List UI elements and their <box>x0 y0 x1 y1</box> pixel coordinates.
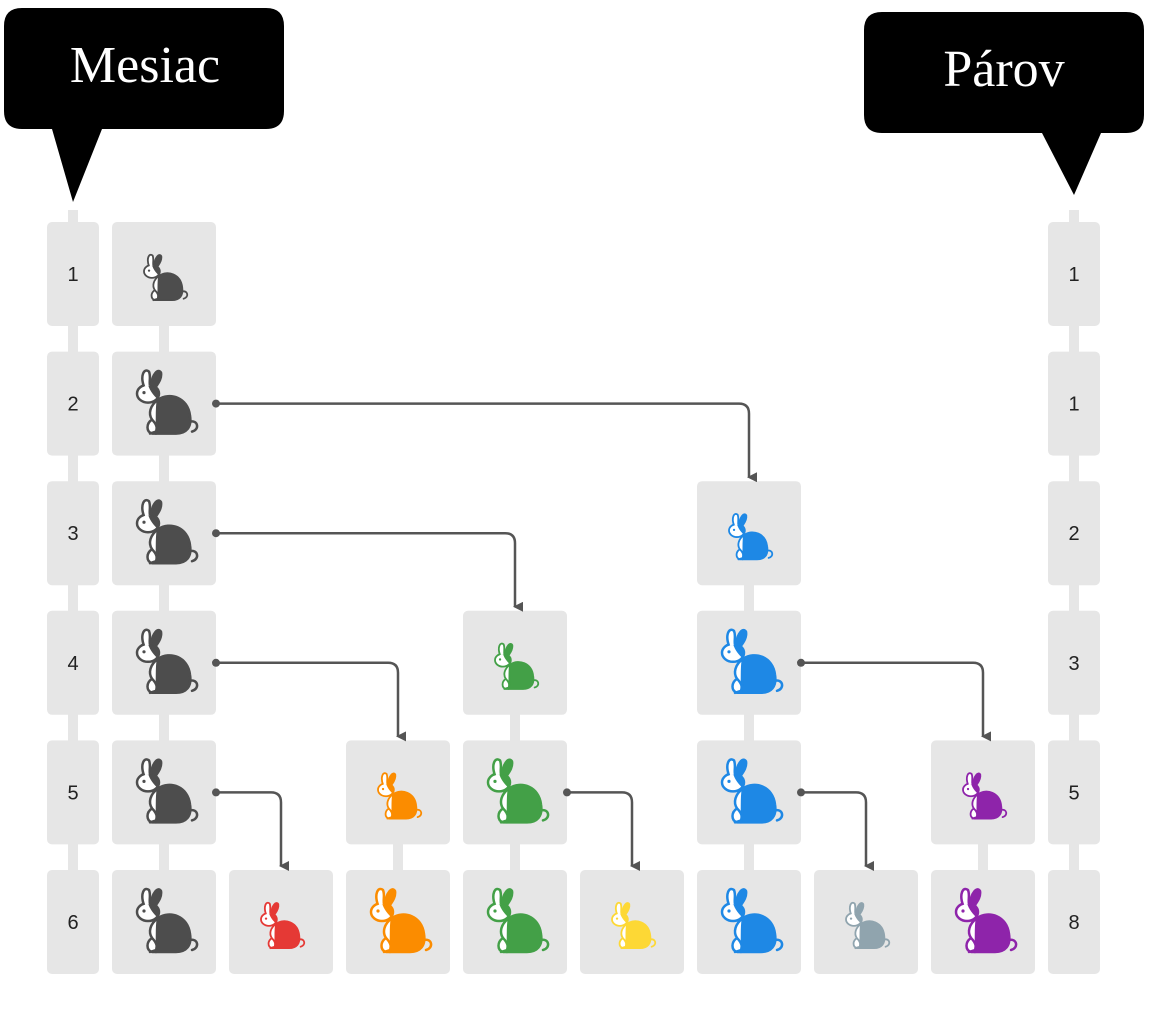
rabbit-adult-purple-icon <box>954 887 1018 954</box>
month-number: 1 <box>67 264 78 286</box>
rabbit-adult-black-icon <box>135 498 199 565</box>
trunk-blue <box>744 581 754 874</box>
month-number: 6 <box>67 912 78 934</box>
rabbit-young-grey-icon <box>845 901 891 950</box>
rabbit-young-blue-icon <box>728 513 774 561</box>
rabbit-adult-black-icon <box>135 628 199 695</box>
month-cell <box>47 222 99 326</box>
rabbit-adult-green-icon <box>486 887 550 954</box>
rabbit-young-green-icon <box>494 642 540 690</box>
pairs-cell <box>1048 222 1100 326</box>
trunk-purple <box>978 840 988 874</box>
numbers: 1 1 2 1 3 2 4 3 5 5 6 8 <box>67 264 1079 934</box>
birth-arrow-red <box>216 791 289 871</box>
boxes <box>47 222 1100 974</box>
month-number: 4 <box>67 653 78 675</box>
pairs-rail <box>1069 210 1079 974</box>
birth-arrow-green <box>216 531 523 612</box>
pairs-callout: Párov <box>864 12 1144 195</box>
arrows <box>212 399 991 871</box>
pairs-number: 2 <box>1068 523 1079 545</box>
month-cell <box>47 870 99 974</box>
rabbit-adult-blue-icon <box>720 887 784 954</box>
pairs-cell <box>1048 481 1100 586</box>
trunk-black <box>159 322 169 874</box>
rabbit-young-orange-icon <box>377 772 423 820</box>
rabbit-young-red-icon <box>260 901 306 950</box>
month-number: 2 <box>67 394 78 416</box>
month-callout: Mesiac <box>4 8 284 202</box>
pairs-cell <box>1048 870 1100 974</box>
month-number: 5 <box>67 782 78 804</box>
rails <box>68 210 1079 974</box>
month-label: Mesiac <box>70 37 220 94</box>
rabbit-adult-black-icon <box>135 887 199 954</box>
month-cell <box>47 481 99 586</box>
birth-arrow-grey <box>801 791 874 871</box>
rabbit-young-black-icon <box>143 253 189 302</box>
rabbit-adult-black-icon <box>135 369 199 435</box>
pairs-cell <box>1048 740 1100 845</box>
pairs-cell <box>1048 351 1100 456</box>
birth-arrow-purple <box>801 661 991 742</box>
month-number: 3 <box>67 523 78 545</box>
rabbit-young-purple-icon <box>962 772 1008 820</box>
rabbit-adult-blue-icon <box>720 628 784 695</box>
pairs-number: 1 <box>1068 264 1079 286</box>
pairs-number: 8 <box>1068 912 1079 934</box>
pairs-number: 3 <box>1068 653 1079 675</box>
birth-arrow-orange <box>216 661 406 742</box>
pairs-number: 1 <box>1068 394 1079 416</box>
rabbit-adult-blue-icon <box>720 758 784 824</box>
rabbit-young-yellow-icon <box>611 901 657 950</box>
pairs-cell <box>1048 610 1100 715</box>
month-cell <box>47 351 99 456</box>
rabbit-adult-orange-icon <box>369 887 433 954</box>
rabbit-adult-green-icon <box>486 758 550 824</box>
rabbit-adult-black-icon <box>135 758 199 824</box>
birth-arrow-yellow <box>567 791 640 871</box>
birth-arrow-blue <box>216 402 757 483</box>
month-rail <box>68 210 78 974</box>
pairs-label: Párov <box>943 41 1064 98</box>
trunk-orange <box>393 840 403 874</box>
month-cell <box>47 740 99 845</box>
pairs-number: 5 <box>1068 782 1079 804</box>
month-cell <box>47 610 99 715</box>
